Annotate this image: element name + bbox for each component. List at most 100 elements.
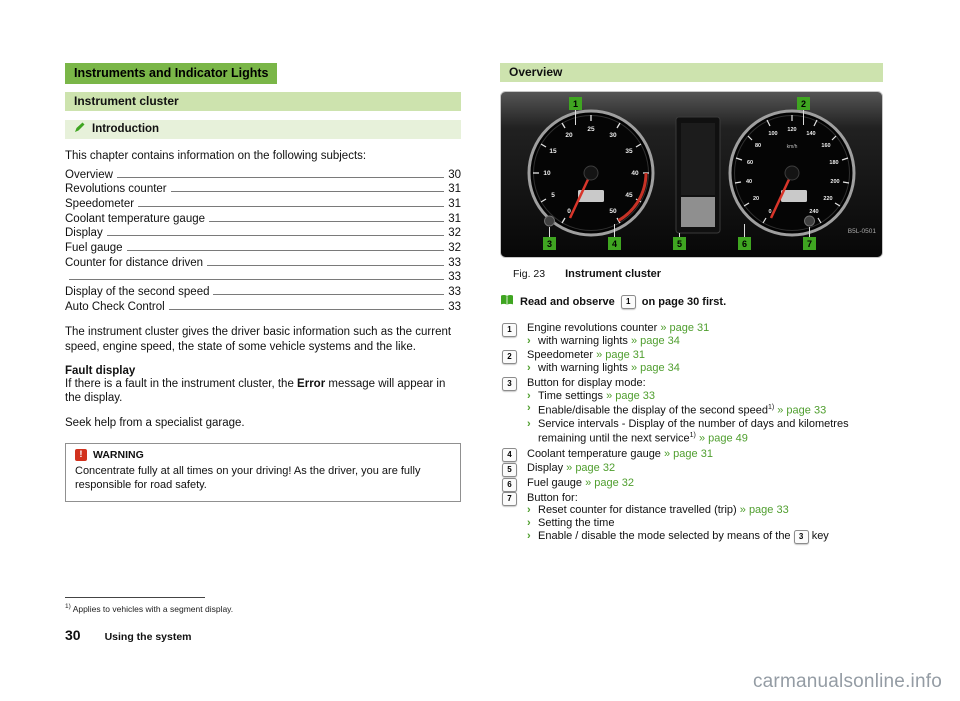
item-text: Button for display mode: [527, 376, 646, 389]
fault-text-post: message will appear in the display. [65, 377, 446, 405]
item-text-line: Engine revolutions counter » page 31 [527, 322, 883, 335]
page-link[interactable]: » page 34 [630, 334, 680, 347]
toc-entry[interactable]: Auto Check Control 33 [65, 301, 461, 316]
list-item: 2 Speedometer » page 31 › with warning l… [500, 349, 883, 374]
page-link[interactable]: » page 33 [777, 404, 827, 417]
toc-page-number: 30 [448, 168, 461, 181]
toc-label: Coolant temperature gauge [65, 212, 206, 225]
svg-text:120: 120 [787, 127, 796, 133]
sub-text: Enable / disable the mode selected by me… [538, 529, 791, 542]
item-text: Fuel gauge [527, 477, 583, 490]
list-item: 3 Button for display mode: › Time settin… [500, 377, 883, 446]
toc-label: Auto Check Control [65, 300, 165, 313]
page-link[interactable]: » page 32 [566, 462, 616, 475]
toc-entry[interactable]: Display 32 [65, 227, 461, 242]
sub-item: › Enable/disable the display of the seco… [527, 402, 883, 417]
page-link[interactable]: » page 31 [660, 322, 710, 334]
callout-3 [543, 237, 556, 250]
sub-text: key [811, 529, 829, 542]
toc-page-number: 33 [448, 300, 461, 313]
page-link[interactable]: » page 31 [664, 447, 713, 460]
item-marker: 1 [502, 322, 517, 337]
toc-page-number: 33 [448, 271, 461, 284]
figure-title: Instrument cluster [565, 268, 662, 280]
toc-entry[interactable]: Display of the second speed 33 [65, 286, 461, 301]
tachometer-gauge: 0 5 10 15 20 25 30 35 40 45 50 [527, 109, 655, 237]
item-text-line: Speedometer » page 31 [527, 349, 883, 362]
toc-page-number: 31 [448, 197, 461, 210]
toc-leader [168, 308, 445, 310]
page-link[interactable]: » page 49 [698, 432, 748, 445]
chevron-icon: › [527, 334, 531, 347]
svg-text:160: 160 [821, 143, 830, 149]
sub-text: Setting the time [538, 517, 615, 530]
callout-2 [797, 97, 810, 110]
toc-leader [213, 294, 445, 296]
toc-entry[interactable]: Counter for distance driven 33 [65, 257, 461, 272]
footnote-ref: 1) [767, 404, 775, 412]
speedometer-display [781, 190, 807, 202]
chevron-icon: › [527, 417, 531, 430]
item-text: Coolant temperature gauge [527, 447, 661, 460]
toc-entry[interactable]: Overview 30 [65, 169, 461, 184]
callout-5 [673, 237, 686, 250]
subsection-title: Introduction [92, 123, 160, 135]
sub-item: › Enable / disable the mode selected by … [527, 529, 883, 544]
item-text: Engine revolutions counter [527, 322, 658, 334]
tachometer-display [578, 190, 604, 202]
svg-text:5: 5 [551, 192, 555, 199]
instrument-cluster-figure: 0 5 10 15 20 25 30 35 40 45 50 [500, 91, 883, 258]
error-keyword: Error [297, 377, 326, 390]
toc-page-number: 33 [448, 256, 461, 269]
toc-label: Speedometer [65, 197, 135, 210]
sub-item: › Setting the time [527, 517, 883, 530]
svg-text:0: 0 [567, 208, 571, 215]
page-link[interactable]: » page 31 [596, 349, 646, 362]
list-item: 1 Engine revolutions counter » page 31 ›… [500, 322, 883, 347]
svg-text:4: 4 [612, 239, 617, 249]
page-link[interactable]: » page 34 [630, 362, 680, 375]
toc-entry[interactable]: Fuel gauge 32 [65, 242, 461, 257]
toc-entry[interactable]: Revolutions counter 31 [65, 183, 461, 198]
page-link[interactable]: » page 32 [585, 477, 635, 490]
chevron-icon: › [527, 529, 531, 542]
toc-entry[interactable]: Coolant temperature gauge 31 [65, 213, 461, 228]
sub-text: Time settings [538, 389, 604, 402]
item-marker: 5 [502, 462, 517, 477]
toc-leader [209, 220, 445, 222]
svg-text:2: 2 [801, 99, 806, 109]
item-text-line: Fuel gauge » page 32 [527, 477, 883, 490]
toc-entry[interactable]: 33 [65, 271, 461, 286]
read-observe-note: Read and observe 1 on page 30 first. [500, 294, 883, 309]
speedometer-needle [769, 172, 794, 219]
toc-label: Display [65, 227, 103, 240]
svg-text:3: 3 [547, 239, 552, 249]
page-link[interactable]: » page 33 [739, 504, 789, 517]
toc-label: Fuel gauge [65, 242, 123, 255]
key-3-button: 3 [793, 529, 809, 544]
note-pre: Read and observe [520, 295, 615, 308]
page-link[interactable]: » page 33 [606, 389, 656, 402]
note-post: on page 30 first. [641, 295, 727, 308]
toc-page-number: 31 [448, 212, 461, 225]
toc-entry[interactable]: Speedometer 31 [65, 198, 461, 213]
svg-text:0: 0 [768, 209, 771, 215]
svg-text:220: 220 [823, 196, 832, 202]
svg-text:30: 30 [609, 132, 617, 139]
item-text: Button for: [527, 491, 578, 504]
overview-item-list: 1 Engine revolutions counter » page 31 ›… [500, 322, 883, 544]
svg-text:20: 20 [565, 132, 573, 139]
center-display [675, 116, 721, 234]
list-item: 6 Fuel gauge » page 32 [500, 477, 883, 492]
note-key: 1 [620, 294, 636, 309]
svg-text:45: 45 [625, 192, 633, 199]
svg-text:40: 40 [746, 179, 752, 185]
chevron-icon: › [527, 504, 531, 517]
callout-lines [549, 110, 810, 237]
sub-item: › Reset counter for distance travelled (… [527, 504, 883, 517]
item-text: Speedometer [527, 349, 594, 362]
chevron-icon: › [527, 402, 531, 415]
trip-reset-button [804, 215, 815, 227]
callout-1 [569, 97, 582, 110]
svg-text:1: 1 [573, 99, 578, 109]
